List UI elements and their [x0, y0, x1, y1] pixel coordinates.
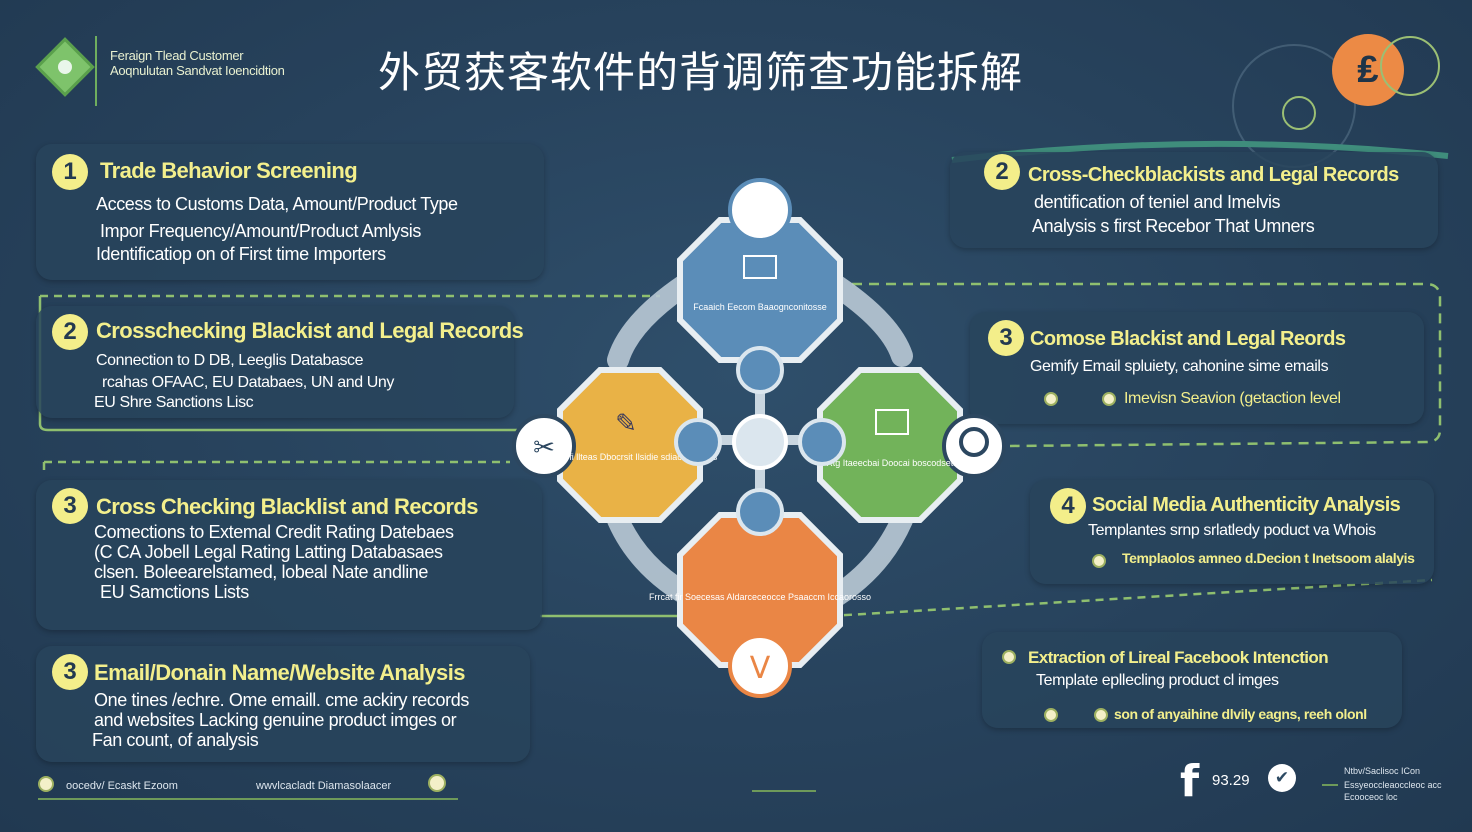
social-count: 93.29	[1212, 772, 1250, 789]
bullet-icon	[1002, 650, 1016, 664]
footer-left-icon	[38, 776, 54, 792]
card-number-badge: 3	[52, 654, 88, 690]
brand-name: Feraign Tlead Customer Aoqnulutan Sandva…	[110, 48, 285, 78]
card-line: Access to Customs Data, Amount/Product T…	[96, 194, 458, 214]
card-number-badge: 2	[984, 154, 1020, 190]
bullet-icon	[1044, 708, 1058, 722]
decor-ring-tiny	[1282, 96, 1316, 130]
brand-line-1: Feraign Tlead Customer	[110, 48, 244, 63]
left-card-3: 3 Cross Checking Blacklist and Records C…	[36, 480, 542, 630]
tools-icon: ✂	[533, 433, 555, 463]
footer-right-text-2: Essyeoccleaoccleoc acc	[1344, 780, 1442, 790]
left-card-4: 3 Email/Donain Name/Website Analysis One…	[36, 646, 530, 762]
twitter-icon[interactable]: ✔	[1268, 764, 1296, 792]
left-label: Soocrs fi llteas Dbocrsit Ilsidie sdiacr…	[539, 452, 718, 462]
node-right-icon	[942, 414, 1006, 478]
footer-right-text-3: Ecooceoc loc	[1344, 792, 1398, 802]
footer-middle-text: wwvlcacladt Diamasolaacer	[256, 780, 392, 792]
card-line: Template epllecling product cl imges	[1036, 672, 1279, 689]
hub-node-center	[732, 414, 788, 470]
octagon-top	[677, 217, 843, 363]
card-line: dentification of teniel and Imelvis	[1034, 192, 1281, 212]
card-line: Templantes srnp srlatledy poduct va Whoi…	[1088, 522, 1376, 539]
card-line: EU Shre Sanctions Lisc	[94, 394, 254, 411]
card-number-badge: 4	[1050, 488, 1086, 524]
hub-node-right	[798, 418, 846, 466]
footer-right-text-1: Ntbv/Saclisoc ICon	[1344, 766, 1421, 776]
card-title: Social Media Authenticity Analysis	[1092, 494, 1401, 516]
header-divider	[95, 36, 97, 106]
octagon-bottom	[677, 512, 843, 668]
footer-arrow-icon[interactable]	[428, 774, 446, 792]
card-title: Trade Behavior Screening	[100, 158, 358, 183]
card-line: Fan count, of analysis	[92, 730, 259, 750]
hub-node-top	[736, 346, 784, 394]
card-title: Comose Blackist and Legal Reords	[1030, 328, 1346, 350]
currency-symbol: ₤	[1357, 48, 1379, 91]
process-diagram: Fcaaich Eecom Baaognconitosse ✂ ✎ Soocrs…	[512, 178, 1006, 698]
card-line: Analysis s first Recebor That Umners	[1032, 216, 1315, 236]
footer-left-text: oocedv/ Ecaskt Ezoom	[66, 780, 178, 792]
right-card-3: 4 Social Media Authenticity Analysis Tem…	[1030, 480, 1434, 584]
pen-icon: ✎	[615, 409, 637, 439]
card-line: EU Samctions Lists	[100, 582, 249, 602]
card-line: Gemify Email spluiety, cahonine sime ema…	[1030, 358, 1329, 375]
card-number-badge: 3	[988, 320, 1024, 356]
bullet-icon	[1102, 392, 1116, 406]
bullet-icon	[1094, 708, 1108, 722]
card-line: Connection to D DB, Leeglis Databasce	[96, 352, 364, 369]
card-line: rcahas OFAAC, EU Databaes, UN and Uny	[102, 374, 394, 391]
card-title: Email/Donain Name/Website Analysis	[94, 660, 465, 685]
hub-node-bottom	[736, 488, 784, 536]
card-title: Cross-Checkblackists and Legal Records	[1028, 164, 1399, 186]
card-title: Cross Checking Blacklist and Records	[96, 494, 478, 519]
bullet-icon	[1044, 392, 1058, 406]
bottom-label: Frrcat fir Soecesas Aldarceceocce Psaacc…	[649, 592, 871, 602]
top-label: Fcaaich Eecom Baaognconitosse	[693, 302, 827, 312]
node-bottom-icon	[728, 634, 792, 698]
right-label: Rtg Itaeecbai Doocai boscodsets	[826, 458, 958, 468]
card-line: Impor Frequency/Amount/Product Amlysis	[100, 221, 421, 241]
footer-divider	[38, 798, 458, 800]
right-card-4: Extraction of Lireal Facebook Intenction…	[982, 632, 1402, 728]
hub-node-left	[674, 418, 722, 466]
card-bullet-text: son of anyaihine dlvily eagns, reeh olon…	[1114, 706, 1367, 722]
card-line: clsen. Boleearelstamed, lobeal Nate andl…	[94, 562, 429, 582]
facebook-icon[interactable]: f	[1180, 756, 1200, 807]
footer-center-divider	[752, 790, 816, 792]
footer-right-dash	[1322, 784, 1338, 786]
card-number-badge: 3	[52, 488, 88, 524]
left-card-2: 2 Crosschecking Blackist and Legal Recor…	[36, 306, 524, 418]
card-line: and websites Lacking genuine product img…	[94, 710, 457, 730]
card-title: Extraction of Lireal Facebook Intenction	[1028, 648, 1329, 667]
card-title: Crosschecking Blackist and Legal Records	[96, 318, 524, 343]
right-card-1: 2 Cross-Checkblackists and Legal Records…	[950, 152, 1438, 248]
page-title: 外贸获客软件的背调筛查功能拆解	[378, 48, 1024, 97]
card-bullet-text: Templaolos amneo d.Decion t Inetsoom ala…	[1122, 550, 1415, 566]
card-number-badge: 2	[52, 314, 88, 350]
card-line: (C CA Jobell Legal Rating Latting Databa…	[94, 542, 443, 562]
card-line: Identificatiop on of First time Importer…	[96, 244, 386, 264]
shield-icon: V	[750, 651, 771, 686]
node-top-icon	[728, 178, 792, 242]
bullet-icon	[1092, 554, 1106, 568]
right-card-2: 3 Comose Blackist and Legal Reords Gemif…	[970, 312, 1424, 424]
card-line: One tines /echre. Ome emaill. cme ackiry…	[94, 690, 469, 710]
right-card-icon	[875, 409, 909, 435]
decor-ring-small	[1380, 36, 1440, 96]
card-number-badge: 1	[52, 154, 88, 190]
brand-line-2: Aoqnulutan Sandvat Ioencidtion	[110, 63, 285, 78]
left-card-1: 1 Trade Behavior Screening Access to Cus…	[36, 144, 544, 280]
globe-icon	[959, 427, 989, 457]
node-left-icon	[512, 414, 576, 478]
card-line: Comections to Extemal Credit Rating Date…	[94, 522, 454, 542]
card-bullet-text: Imevisn Seavion (getaction level	[1124, 390, 1341, 407]
hub-nodes	[674, 346, 846, 536]
top-card-icon	[743, 255, 777, 279]
